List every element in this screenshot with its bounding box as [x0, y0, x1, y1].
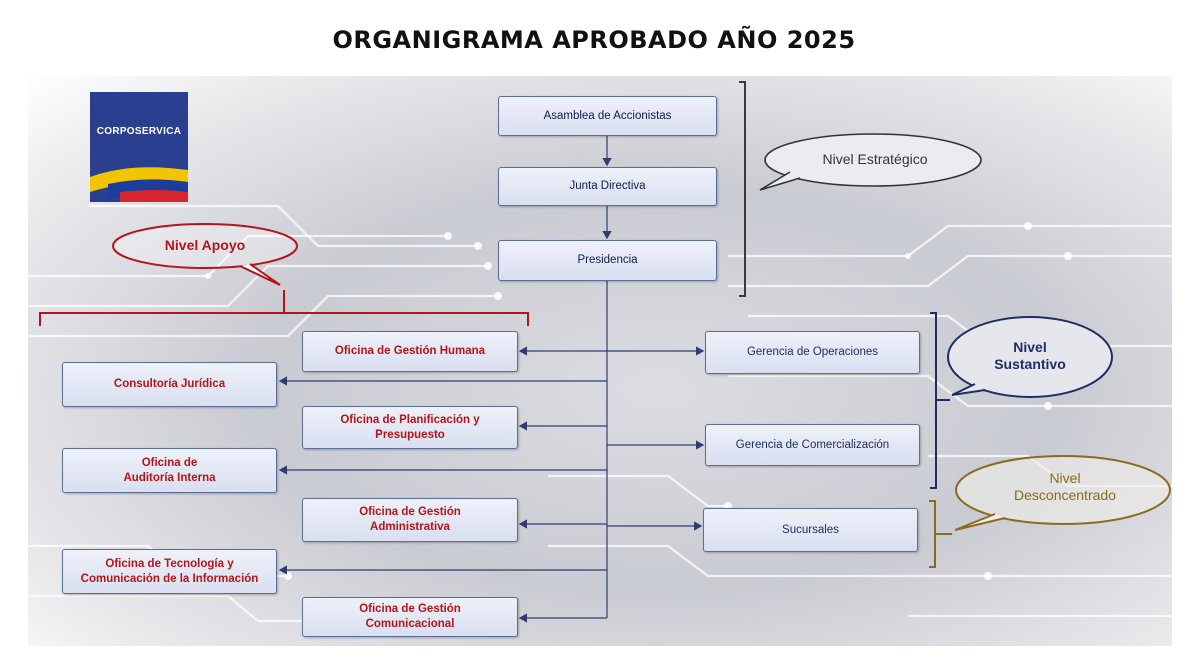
tecnologia-label: Oficina de Tecnología y Comunicación de … — [80, 557, 259, 585]
auditoria-box[interactable]: Oficina de Auditoría Interna — [62, 448, 277, 493]
bubble-sustantivo — [947, 316, 1113, 398]
bubble-apoyo — [112, 223, 298, 286]
apoyo-bracket — [39, 290, 529, 326]
operaciones-box[interactable]: Gerencia de Operaciones — [705, 331, 920, 374]
planificacion-box[interactable]: Oficina de Planificación y Presupuesto — [302, 406, 518, 449]
presidencia-box[interactable]: Presidencia — [498, 240, 717, 281]
nivel-apoyo-label: Nivel Apoyo — [164, 237, 246, 253]
nivel-estrategico-label: Nivel Estratégico — [822, 151, 928, 167]
planificacion-label: Oficina de Planificación y Presupuesto — [340, 413, 480, 441]
comunicacional-label: Oficina de Gestión Comunicacional — [359, 603, 461, 630]
operaciones-label: Gerencia de Operaciones — [746, 346, 879, 358]
junta-box[interactable]: Junta Directiva — [498, 167, 717, 206]
consultoria-box[interactable]: Consultoría Jurídica — [62, 362, 277, 407]
logo-text: CORPOSERVICA — [96, 126, 182, 137]
presidencia-label: Presidencia — [577, 254, 638, 266]
estrategico-bracket — [739, 81, 746, 297]
corposervica-logo: CORPOSERVICA — [90, 92, 188, 202]
bubble-estrategico — [759, 133, 982, 191]
gestion-humana-box[interactable]: Oficina de Gestión Humana — [302, 331, 518, 372]
comunicacional-box[interactable]: Oficina de Gestión Comunicacional — [302, 597, 518, 637]
bubble-desconcentrado — [954, 455, 1171, 531]
sucursales-label: Sucursales — [782, 523, 839, 536]
nivel-desconcentrado-label: Nivel Desconcentrado — [1014, 470, 1116, 503]
asamblea-label: Asamblea de Accionistas — [543, 109, 672, 122]
tecnologia-box[interactable]: Oficina de Tecnología y Comunicación de … — [62, 549, 277, 594]
nivel-sustantivo-label: Nivel Sustantivo — [994, 339, 1066, 372]
comercializacion-box[interactable]: Gerencia de Comercialización — [705, 424, 920, 466]
asamblea-box[interactable]: Asamblea de Accionistas — [498, 96, 717, 136]
junta-label: Junta Directiva — [569, 180, 646, 192]
sustantivo-bracket — [930, 312, 950, 489]
page-title: ORGANIGRAMA APROBADO AÑO 2025 — [332, 26, 856, 54]
administrativa-box[interactable]: Oficina de Gestión Administrativa — [302, 498, 518, 542]
gestion-humana-label: Oficina de Gestión Humana — [334, 345, 486, 357]
sucursales-box[interactable]: Sucursales — [703, 508, 918, 552]
auditoria-label: Oficina de Auditoría Interna — [123, 456, 216, 484]
administrativa-label: Oficina de Gestión Administrativa — [359, 506, 461, 533]
desconcentrado-bracket — [929, 500, 952, 568]
comercializacion-label: Gerencia de Comercialización — [735, 438, 890, 451]
consultoria-label: Consultoría Jurídica — [113, 378, 226, 390]
